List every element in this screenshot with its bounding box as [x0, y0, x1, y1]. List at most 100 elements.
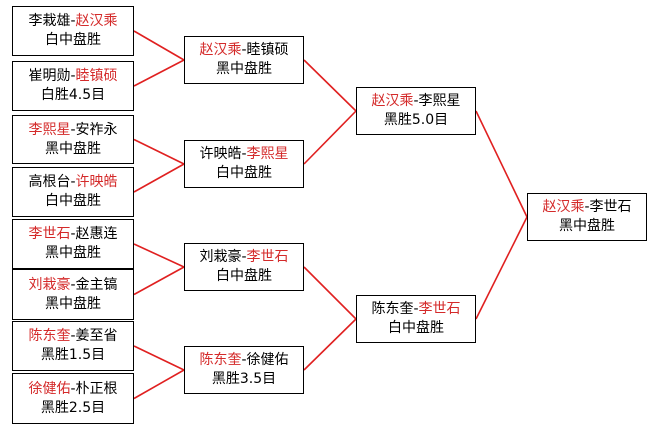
- separator: -: [70, 328, 76, 344]
- match-r1-8: 徐健佑-朴正根 黑胜2.5目: [12, 373, 134, 424]
- match-r3-1: 赵汉乘-李熙星 黑胜5.0目: [356, 87, 476, 135]
- match-r2-4: 陈东奎-徐健佑 黑胜3.5目: [184, 346, 304, 394]
- player-2: 赵汉乘: [75, 13, 118, 29]
- player-1: 李世石: [28, 226, 71, 242]
- match-r2-3: 刘栽豪-李世石 白中盘胜: [184, 243, 304, 291]
- separator: -: [70, 174, 76, 190]
- player-2: 李世石: [589, 199, 632, 215]
- separator: -: [241, 249, 247, 265]
- connector-m6-q3: [133, 266, 185, 296]
- match-players: 徐健佑-朴正根: [28, 380, 117, 399]
- match-players: 陈东奎-姜至省: [28, 327, 117, 346]
- connector-q3-s2: [303, 266, 357, 320]
- connector-s1-f1: [475, 110, 528, 218]
- separator: -: [70, 68, 76, 84]
- match-r1-7: 陈东奎-姜至省 黑胜1.5目: [12, 321, 134, 371]
- match-players: 李世石-赵惠连: [28, 225, 117, 244]
- connector-m4-q2: [133, 163, 185, 193]
- player-1: 赵汉乘: [199, 42, 242, 58]
- separator: -: [413, 301, 419, 317]
- player-2: 李世石: [418, 301, 461, 317]
- player-2: 许映皓: [75, 174, 118, 190]
- connector-m1-q1: [133, 30, 185, 61]
- separator: -: [70, 276, 76, 293]
- player-2: 李熙星: [246, 146, 289, 162]
- match-players: 陈东奎-李世石: [371, 300, 460, 319]
- match-result: 黑胜1.5目: [40, 347, 106, 363]
- separator: -: [241, 42, 247, 58]
- match-r1-3: 李熙星-安祚永 黑中盘胜: [12, 115, 134, 164]
- match-result: 黑中盘胜: [45, 245, 101, 261]
- separator: -: [70, 121, 76, 138]
- player-2: 李熙星: [418, 93, 461, 109]
- match-result: 黑中盘胜: [45, 295, 101, 312]
- player-1: 李熙星: [28, 121, 71, 138]
- match-players: 崔明勋-睦镇硕: [28, 67, 117, 86]
- player-2: 李世石: [246, 249, 289, 265]
- player-1: 陈东奎: [28, 328, 71, 344]
- separator: -: [241, 352, 247, 368]
- match-r1-4: 高根台-许映皓 白中盘胜: [12, 167, 134, 217]
- match-result: 白中盘胜: [216, 268, 272, 284]
- player-1: 陈东奎: [199, 352, 242, 368]
- connector-m2-q1: [133, 59, 185, 87]
- player-2: 徐健佑: [246, 352, 289, 368]
- match-players: 刘栽豪-金主镐: [28, 276, 117, 295]
- separator: -: [70, 13, 76, 29]
- match-result: 黑中盘胜: [216, 61, 272, 77]
- match-result: 黑胜2.5目: [40, 399, 106, 416]
- match-players: 许映皓-李熙星: [199, 145, 288, 164]
- player-1: 陈东奎: [371, 301, 414, 317]
- match-result: 黑胜3.5目: [211, 371, 277, 387]
- separator: -: [241, 146, 247, 162]
- player-2: 金主镐: [75, 276, 118, 293]
- player-2: 睦镇硕: [246, 42, 289, 58]
- match-players: 李栽雄-赵汉乘: [28, 12, 117, 31]
- match-players: 赵汉乘-睦镇硕: [199, 41, 288, 60]
- player-1: 李栽雄: [28, 13, 71, 29]
- match-result: 黑胜5.0目: [383, 112, 449, 128]
- match-r2-1: 赵汉乘-睦镇硕 黑中盘胜: [184, 36, 304, 84]
- match-result: 黑中盘胜: [559, 218, 615, 234]
- player-2: 赵惠连: [75, 226, 118, 242]
- match-result: 白中盘胜: [388, 320, 444, 336]
- match-final: 赵汉乘-李世石 黑中盘胜: [527, 193, 647, 241]
- separator: -: [70, 380, 76, 397]
- player-2: 睦镇硕: [75, 68, 118, 84]
- player-1: 刘栽豪: [28, 276, 71, 293]
- match-result: 白中盘胜: [216, 165, 272, 181]
- match-players: 赵汉乘-李世石: [542, 198, 631, 217]
- player-1: 刘栽豪: [199, 249, 242, 265]
- player-2: 安祚永: [75, 121, 118, 138]
- player-1: 徐健佑: [28, 380, 71, 397]
- player-1: 赵汉乘: [371, 93, 414, 109]
- connector-m8-q4: [133, 369, 185, 400]
- player-1: 许映皓: [199, 146, 242, 162]
- connector-m7-q4: [133, 345, 185, 371]
- separator: -: [413, 93, 419, 109]
- player-1: 崔明勋: [28, 68, 71, 84]
- match-players: 李熙星-安祚永: [28, 121, 117, 140]
- match-result: 黑中盘胜: [45, 140, 101, 157]
- match-result: 白胜4.5目: [40, 87, 106, 103]
- connector-s2-f1: [475, 216, 528, 320]
- match-players: 陈东奎-徐健佑: [199, 351, 288, 370]
- separator: -: [584, 199, 590, 215]
- match-players: 赵汉乘-李熙星: [371, 92, 460, 111]
- player-2: 朴正根: [75, 380, 118, 397]
- connector-q4-s2: [303, 318, 357, 371]
- match-r1-5: 李世石-赵惠连 黑中盘胜: [12, 219, 134, 269]
- connector-m5-q3: [133, 243, 185, 268]
- match-result: 白中盘胜: [45, 193, 101, 209]
- match-r2-2: 许映皓-李熙星 白中盘胜: [184, 140, 304, 188]
- match-r1-1: 李栽雄-赵汉乘 白中盘胜: [12, 6, 134, 56]
- match-r1-2: 崔明勋-睦镇硕 白胜4.5目: [12, 61, 134, 111]
- match-r1-6: 刘栽豪-金主镐 黑中盘胜: [12, 269, 134, 320]
- match-players: 高根台-许映皓: [28, 173, 117, 192]
- connector-q2-s1: [303, 110, 357, 165]
- connector-q1-s1: [303, 59, 357, 112]
- player-1: 赵汉乘: [542, 199, 585, 215]
- match-result: 白中盘胜: [45, 32, 101, 48]
